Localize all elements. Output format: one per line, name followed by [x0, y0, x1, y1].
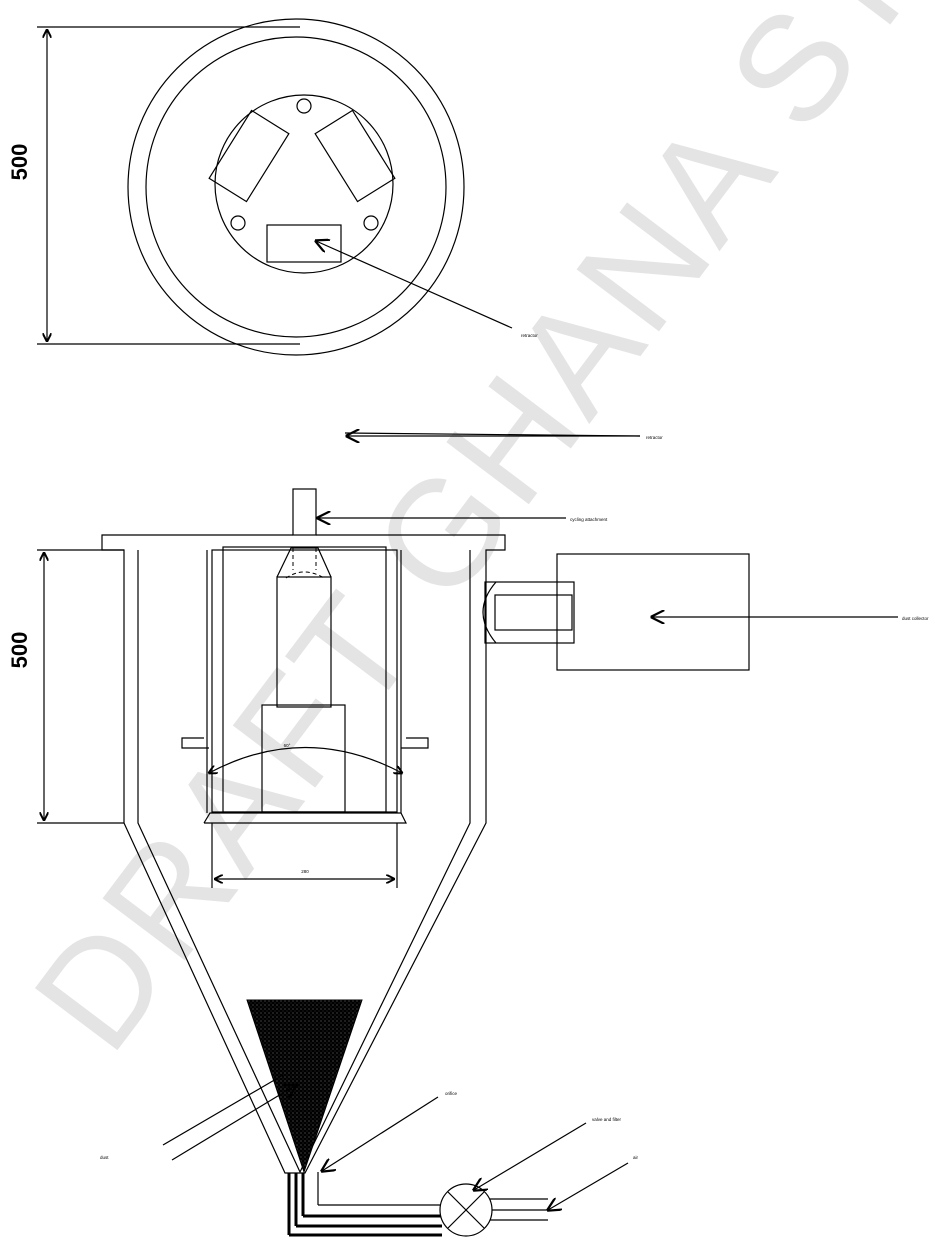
valve-label: valve and filter	[592, 1117, 622, 1122]
angle-label-60: 60°	[284, 743, 291, 748]
middle-circle	[145, 36, 447, 338]
hole-top	[296, 98, 312, 114]
inner-plate-circle	[214, 94, 394, 274]
dim-label-side-view: 500	[7, 632, 32, 669]
outer-circle	[127, 18, 465, 356]
hole-right	[363, 215, 379, 231]
body-inner-wall	[137, 550, 471, 1174]
flange-right	[401, 737, 429, 749]
collector-connector-inner	[494, 594, 573, 631]
dust-collector-box	[556, 553, 750, 671]
dust-leader-2	[171, 1085, 296, 1161]
top-view: 500 retractor	[7, 18, 538, 356]
slot-left	[208, 109, 290, 203]
valve-cross-2	[447, 1191, 485, 1229]
valve-leader	[474, 1122, 587, 1190]
orifice-label: orifice	[445, 1091, 458, 1096]
dim-label-280: 280	[301, 869, 309, 874]
collector-pipe-bend	[482, 581, 497, 644]
retractor-label-side: retractor	[646, 435, 663, 440]
air-label: air	[633, 1155, 639, 1160]
flange-left	[181, 737, 209, 749]
air-leader	[548, 1162, 629, 1210]
orifice-leader	[322, 1096, 439, 1171]
collector-connector-outer	[484, 581, 575, 644]
cycling-attachment-tube	[292, 488, 317, 536]
watermark-text: DRAFT GHANA STANDARD	[1, 0, 935, 1079]
retractor-shaft	[276, 576, 332, 708]
dust-label: dust	[100, 1155, 109, 1160]
dust-pile	[246, 999, 363, 1174]
retractor-dashed-detail	[285, 548, 325, 579]
retractor-base	[261, 704, 346, 813]
retractor-label-top: retractor	[521, 333, 538, 338]
chamber-base-flange	[203, 812, 407, 824]
dust-collector-label: dust collector	[902, 616, 929, 621]
retractor-cone-top	[276, 547, 332, 578]
side-view: 500 280 60° cycling attachment dust coll…	[7, 433, 929, 1237]
dim-label-top-view: 500	[7, 144, 32, 181]
retractor-leader-top	[316, 241, 513, 329]
retractor-rect	[266, 224, 342, 263]
slot-right	[314, 109, 396, 203]
dust-leader-1	[162, 1074, 284, 1146]
hole-left	[230, 215, 246, 231]
angle-arc-60	[209, 747, 402, 774]
cycling-label: cycling attachment	[570, 517, 608, 522]
